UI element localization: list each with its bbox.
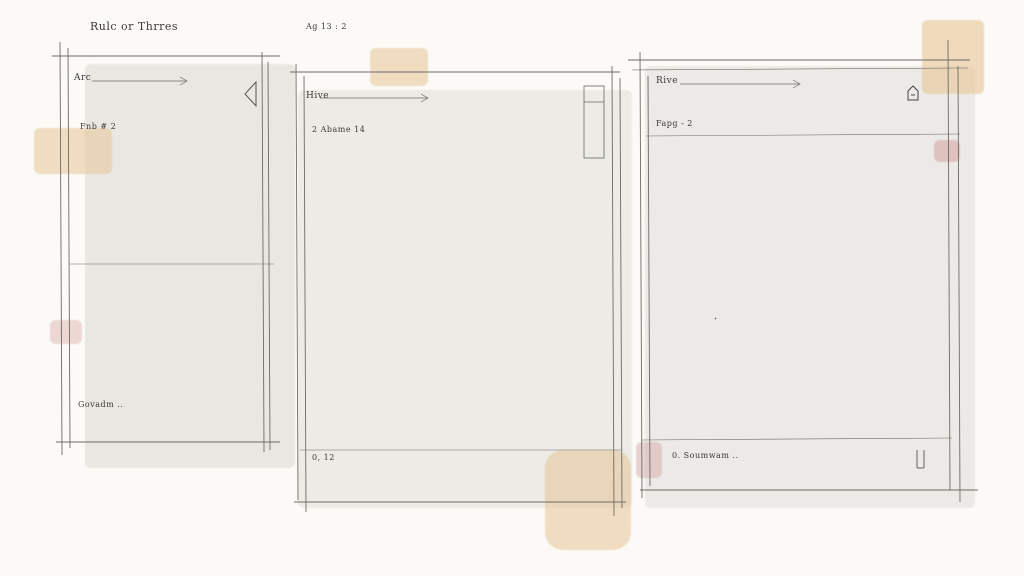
vertical-scrollbar-icon[interactable]: [582, 84, 608, 162]
tape-top-center: [370, 48, 428, 86]
tape-top-right: [922, 20, 984, 94]
panel1-sub: Fnb # 2: [80, 122, 117, 131]
date-note: Ag 13 : 2: [306, 22, 347, 31]
panel2-label: Hive: [306, 91, 330, 101]
vertical-bar-icon[interactable]: [914, 448, 928, 470]
panel3-footer: 0. Soumwam ..: [672, 451, 739, 460]
page-title: Rulc or Thrres: [90, 20, 179, 33]
panel2-shadow: [298, 90, 632, 508]
pink-mark-2: [934, 140, 960, 162]
panel3-label: Rive: [656, 76, 679, 86]
panel1-shadow: [85, 64, 295, 468]
pink-mark-1: [50, 320, 82, 344]
panel2-footer: 0, 12: [312, 453, 335, 462]
panel3-sub: Fapg - 2: [656, 119, 693, 128]
triangle-flag-icon[interactable]: [242, 80, 260, 108]
panel1-footer: Govadm ..: [78, 400, 124, 409]
tape-bottom-center: [545, 450, 631, 550]
panel1-label: Arc: [74, 73, 92, 83]
home-icon[interactable]: [906, 84, 922, 102]
panel2-sub: 2 Abame 14: [312, 125, 366, 134]
pink-mark-3: [636, 442, 662, 478]
panel3-shadow: [645, 66, 975, 508]
tape-top-left: [34, 128, 112, 174]
